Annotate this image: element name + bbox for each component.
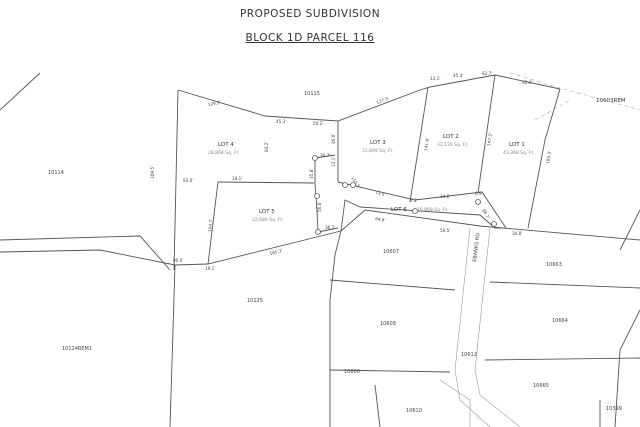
parcel-label: 10612 xyxy=(461,352,477,358)
dimension-label: 50.2' xyxy=(313,121,323,126)
parcel-label: 10665 xyxy=(533,383,549,389)
parcel-label: 10663 xyxy=(546,262,562,268)
dimension-label: 92.4' xyxy=(522,80,532,85)
lot-2-label: LOT 2 xyxy=(443,134,459,140)
dimension-label: 13.1' xyxy=(430,76,440,81)
lot-6-label: LOT 6 xyxy=(391,207,407,213)
dimension-label: 45.3' xyxy=(276,119,286,124)
dimension-label: 82.7' xyxy=(482,71,492,76)
dimension-label: 83.0' xyxy=(183,178,193,183)
parcel-label: 10607 xyxy=(383,249,399,255)
dimension-label: 6.9' xyxy=(475,191,483,196)
dimension-label: 141.6' xyxy=(423,137,430,151)
dimension-label: 127.5' xyxy=(376,96,390,105)
lot-2-area: 32,135 Sq. Ft. xyxy=(437,142,469,148)
dimension-label: 7.2' xyxy=(410,198,418,203)
dimension-label: 109.5' xyxy=(150,166,155,179)
dimension-label: 165.3' xyxy=(269,248,283,256)
lot-4-area: 28,868 Sq. Ft. xyxy=(208,150,240,156)
lot-1-label: LOT 1 xyxy=(509,142,525,148)
parcel-label: 10664 xyxy=(552,318,568,324)
parcel-label: 10115 xyxy=(304,91,320,97)
dimension-label: 46.0' xyxy=(331,134,336,144)
road-label: EBANKS RD xyxy=(472,232,482,262)
dimension-labels: 129.2' 45.3' 50.2' 127.5' 13.1' 45.4' 82… xyxy=(150,71,552,271)
lot-5-area: 22,689 Sq. Ft. xyxy=(252,217,284,223)
parcel-label: 10608 xyxy=(380,321,396,327)
dimension-label: 155.5' xyxy=(350,176,362,190)
dimension-label: 13.1' xyxy=(331,157,336,167)
parcel-label: 10399 xyxy=(606,406,622,412)
lot-4-label: LOT 4 xyxy=(218,142,234,148)
parcel-label: 10125 xyxy=(247,298,263,304)
survey-pins xyxy=(312,155,497,235)
dimension-label: 90.0' xyxy=(173,258,183,263)
dimension-label: 19.1' xyxy=(205,266,215,271)
dimension-label: 147.2' xyxy=(486,132,493,146)
parcel-label: 10603REM xyxy=(596,98,626,104)
parcel-label: 10610 xyxy=(406,408,422,414)
lot-1-area: 43,368 Sq. Ft. xyxy=(503,150,535,156)
map-title: PROPOSED SUBDIVISION xyxy=(239,8,381,20)
parcel-label: 10606 xyxy=(344,369,360,375)
dimension-label: 129.2' xyxy=(207,100,221,107)
dimension-label: 56.5' xyxy=(440,228,450,233)
boundary-lines xyxy=(0,72,640,427)
dimension-label: 35.8' xyxy=(309,169,314,179)
dimension-label: 34.6' xyxy=(440,194,450,199)
dimension-label: 98.7' xyxy=(481,208,491,220)
dimension-label: 84.2' xyxy=(264,142,269,152)
parcel-label: 10114 xyxy=(48,170,64,176)
dimension-label: 30.7' xyxy=(320,153,330,158)
dimension-label: 36.2' xyxy=(325,225,335,230)
dimension-label: 64.6' xyxy=(375,216,386,223)
dimension-label: 18.1' xyxy=(232,176,242,181)
lot-6-area: 16,869 Sq. Ft. xyxy=(417,207,449,213)
dimension-label: 56.8' xyxy=(317,202,322,212)
dimension-label: 185.3' xyxy=(545,150,552,164)
lot-3-area: 31,899 Sq. Ft. xyxy=(362,148,394,154)
dimension-label: 34.8' xyxy=(512,231,522,236)
lot-3-label: LOT 3 xyxy=(370,140,386,146)
dimension-label: 73.5' xyxy=(375,190,386,197)
dimension-label: 104.7' xyxy=(207,218,214,232)
parcel-label: 10124REM1 xyxy=(62,346,92,352)
map-subtitle: BLOCK 1D PARCEL 116 xyxy=(245,32,375,44)
lot-5-label: LOT 5 xyxy=(259,209,275,215)
dimension-label: 45.4' xyxy=(453,73,463,78)
